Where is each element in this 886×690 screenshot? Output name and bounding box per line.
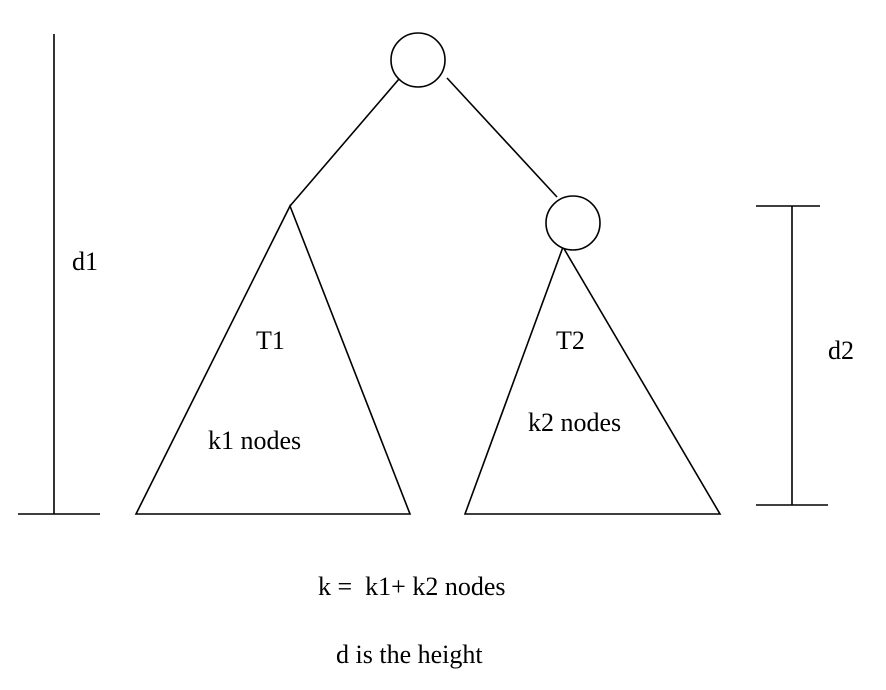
equation-caption: k = k1+ k2 nodes (318, 572, 505, 601)
d1-height-marker (18, 34, 100, 515)
d2-label: d2 (828, 336, 854, 365)
k1-nodes-label: k1 nodes (208, 426, 301, 455)
root-to-right-child-edge (446, 77, 558, 198)
t1-subtree-triangle (134, 204, 412, 515)
k2-nodes-label: k2 nodes (528, 408, 621, 437)
root-node (390, 32, 446, 88)
height-caption: d is the height (336, 640, 483, 669)
d2-height-marker (756, 205, 828, 506)
d1-label: d1 (72, 247, 98, 276)
t1-label: T1 (256, 326, 285, 355)
t2-subtree-triangle (463, 245, 722, 515)
t2-label: T2 (556, 326, 585, 355)
root-to-t1-edge (289, 78, 400, 207)
right-child-node (545, 195, 601, 251)
